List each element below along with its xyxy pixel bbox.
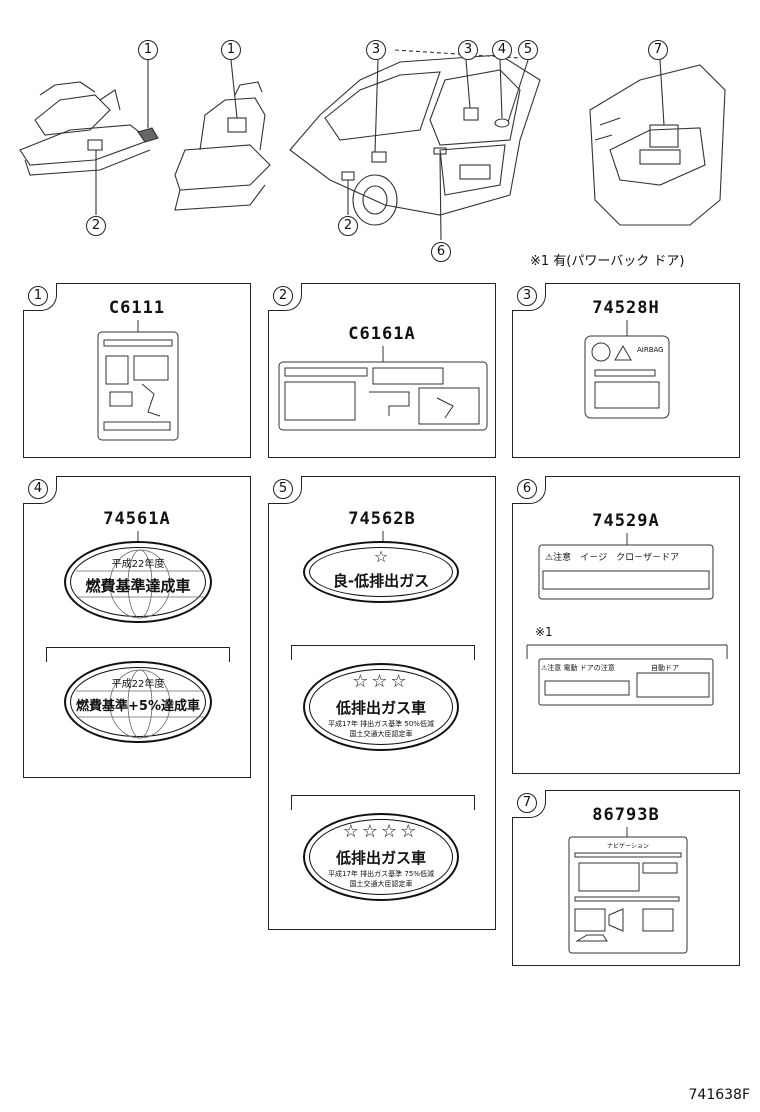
panel-7-part-number: 86793B bbox=[592, 805, 660, 825]
connector-lines bbox=[382, 531, 384, 541]
emission-oval-3-inner bbox=[309, 819, 453, 895]
fuel-economy-oval-bottom: 平成22年度 燃費基準+5%達成車 bbox=[64, 661, 212, 743]
sub-label-right-text: 自動ドア bbox=[651, 664, 679, 672]
panel-2-part-number: C6161A bbox=[348, 324, 416, 344]
connector-lines bbox=[137, 531, 139, 541]
panel-6-part-number: 74529A bbox=[592, 511, 660, 531]
panel-6-tab: 6 bbox=[512, 476, 546, 504]
panel-5-bracket-2 bbox=[291, 795, 475, 810]
panel-5: 5 74562B ☆ 良-低排出ガス ☆☆☆ 低排出ガス車 平成17年 排出ガス… bbox=[268, 476, 496, 930]
panel-6-number: 6 bbox=[517, 479, 537, 499]
emission-oval-3-main: 低排出ガス車 bbox=[335, 849, 426, 867]
globe-grid-icon bbox=[76, 549, 204, 619]
callout-2-rear: 2 bbox=[338, 216, 358, 236]
callout-4-rear: 4 bbox=[492, 40, 512, 60]
label-86793b-text: ナビゲーション bbox=[607, 843, 649, 850]
panel-1-tab: 1 bbox=[23, 283, 57, 311]
emission-oval-3-sub2: 国土交通大臣認定車 bbox=[349, 880, 413, 888]
callout-3-rear-mid: 3 bbox=[458, 40, 478, 60]
label-c6111-graphic bbox=[97, 320, 179, 441]
emission-oval-2-sub1: 平成17年 排出ガス基準 50%低減 bbox=[328, 720, 434, 728]
callout-2-door: 2 bbox=[86, 216, 106, 236]
panel-6: 6 74529A ⚠注意 イ－ジ クロ－ザ－ドア ※1 ⚠注意 電動 ドアの注意… bbox=[512, 476, 740, 774]
panel-1: 1 C6111 bbox=[23, 283, 251, 458]
footer-code: 741638F bbox=[688, 1087, 751, 1103]
star-icon: ☆☆☆☆ bbox=[342, 821, 420, 842]
emission-oval-1-text: 良-低排出ガス bbox=[332, 572, 430, 590]
vehicle-illustration bbox=[19, 49, 726, 241]
panel-1-number: 1 bbox=[28, 286, 48, 306]
panel-5-tab: 5 bbox=[268, 476, 302, 504]
panel-4-tab: 4 bbox=[23, 476, 57, 504]
label-74529a-graphic bbox=[526, 533, 728, 706]
panel-1-part-number: C6111 bbox=[108, 298, 166, 318]
panel-7-number: 7 bbox=[517, 793, 537, 813]
fuel-economy-oval-bottom-inner bbox=[70, 667, 206, 737]
panel-4: 4 74561A 平成22年度 燃費基準達成車 平成22年度 燃費基準+5%達成… bbox=[23, 476, 251, 778]
panel-4-bracket bbox=[46, 647, 230, 662]
callout-3-rear-left: 3 bbox=[366, 40, 386, 60]
label-86793b-graphic bbox=[568, 827, 688, 954]
panel-2-tab: 2 bbox=[268, 283, 302, 311]
fuel-economy-oval-top: 平成22年度 燃費基準達成車 bbox=[64, 541, 212, 623]
label-74529a-text: ⚠注意 イ－ジ クロ－ザ－ドア bbox=[545, 553, 680, 563]
star-icon: ☆☆☆ bbox=[352, 671, 410, 692]
panel-3-number: 3 bbox=[517, 286, 537, 306]
emission-oval-2-inner bbox=[309, 669, 453, 745]
fuel-economy-oval-top-inner bbox=[70, 547, 206, 617]
callout-5-rear: 5 bbox=[518, 40, 538, 60]
label-74528h-graphic bbox=[584, 320, 670, 419]
panel-7-tab: 7 bbox=[512, 790, 546, 818]
panel-5-number: 5 bbox=[273, 479, 293, 499]
emission-oval-1: ☆ 良-低排出ガス bbox=[303, 541, 459, 603]
panel-3-tab: 3 bbox=[512, 283, 546, 311]
fuel-economy-main-top: 燃費基準達成車 bbox=[85, 577, 191, 595]
emission-oval-3: ☆☆☆☆ 低排出ガス車 平成17年 排出ガス基準 75%低減 国土交通大臣認定車 bbox=[303, 813, 459, 901]
panel-5-bracket-1 bbox=[291, 645, 475, 660]
fuel-economy-year-bottom: 平成22年度 bbox=[111, 679, 165, 690]
emission-oval-1-inner bbox=[309, 547, 453, 597]
emission-oval-3-sub1: 平成17年 排出ガス基準 75%低減 bbox=[328, 870, 434, 878]
fuel-economy-year-top: 平成22年度 bbox=[111, 559, 165, 570]
panel-4-number: 4 bbox=[28, 479, 48, 499]
panel-4-part-number: 74561A bbox=[103, 509, 171, 529]
power-door-note-marker: ※1 bbox=[535, 625, 553, 639]
star-icon: ☆ bbox=[373, 547, 389, 566]
emission-oval-2-sub2: 国土交通大臣認定車 bbox=[349, 730, 413, 738]
panel-5-part-number: 74562B bbox=[348, 509, 416, 529]
panel-3-part-number: 74528H bbox=[592, 298, 660, 318]
callout-7-dash: 7 bbox=[648, 40, 668, 60]
callout-6-rear: 6 bbox=[431, 242, 451, 262]
panel-2-number: 2 bbox=[273, 286, 293, 306]
label-c6161a-graphic bbox=[278, 346, 488, 431]
emission-oval-2: ☆☆☆ 低排出ガス車 平成17年 排出ガス基準 50%低減 国土交通大臣認定車 bbox=[303, 663, 459, 751]
panel-7: 7 86793B ナビゲーション bbox=[512, 790, 740, 966]
sub-label-left-text: ⚠注意 電動 ドアの注意 bbox=[541, 664, 615, 672]
globe-grid-icon bbox=[76, 669, 204, 739]
callout-1-seat-a: 1 bbox=[138, 40, 158, 60]
fuel-economy-main-bottom: 燃費基準+5%達成車 bbox=[76, 699, 200, 714]
label3-badge: AIRBAG bbox=[637, 346, 664, 354]
callout-1-seat-b: 1 bbox=[221, 40, 241, 60]
panel-2: 2 C6161A bbox=[268, 283, 496, 458]
panel-3: 3 74528H AIRBAG bbox=[512, 283, 740, 458]
emission-oval-2-main: 低排出ガス車 bbox=[335, 699, 426, 717]
power-back-door-note: ※1 有(パワーバック ドア) bbox=[530, 254, 685, 269]
